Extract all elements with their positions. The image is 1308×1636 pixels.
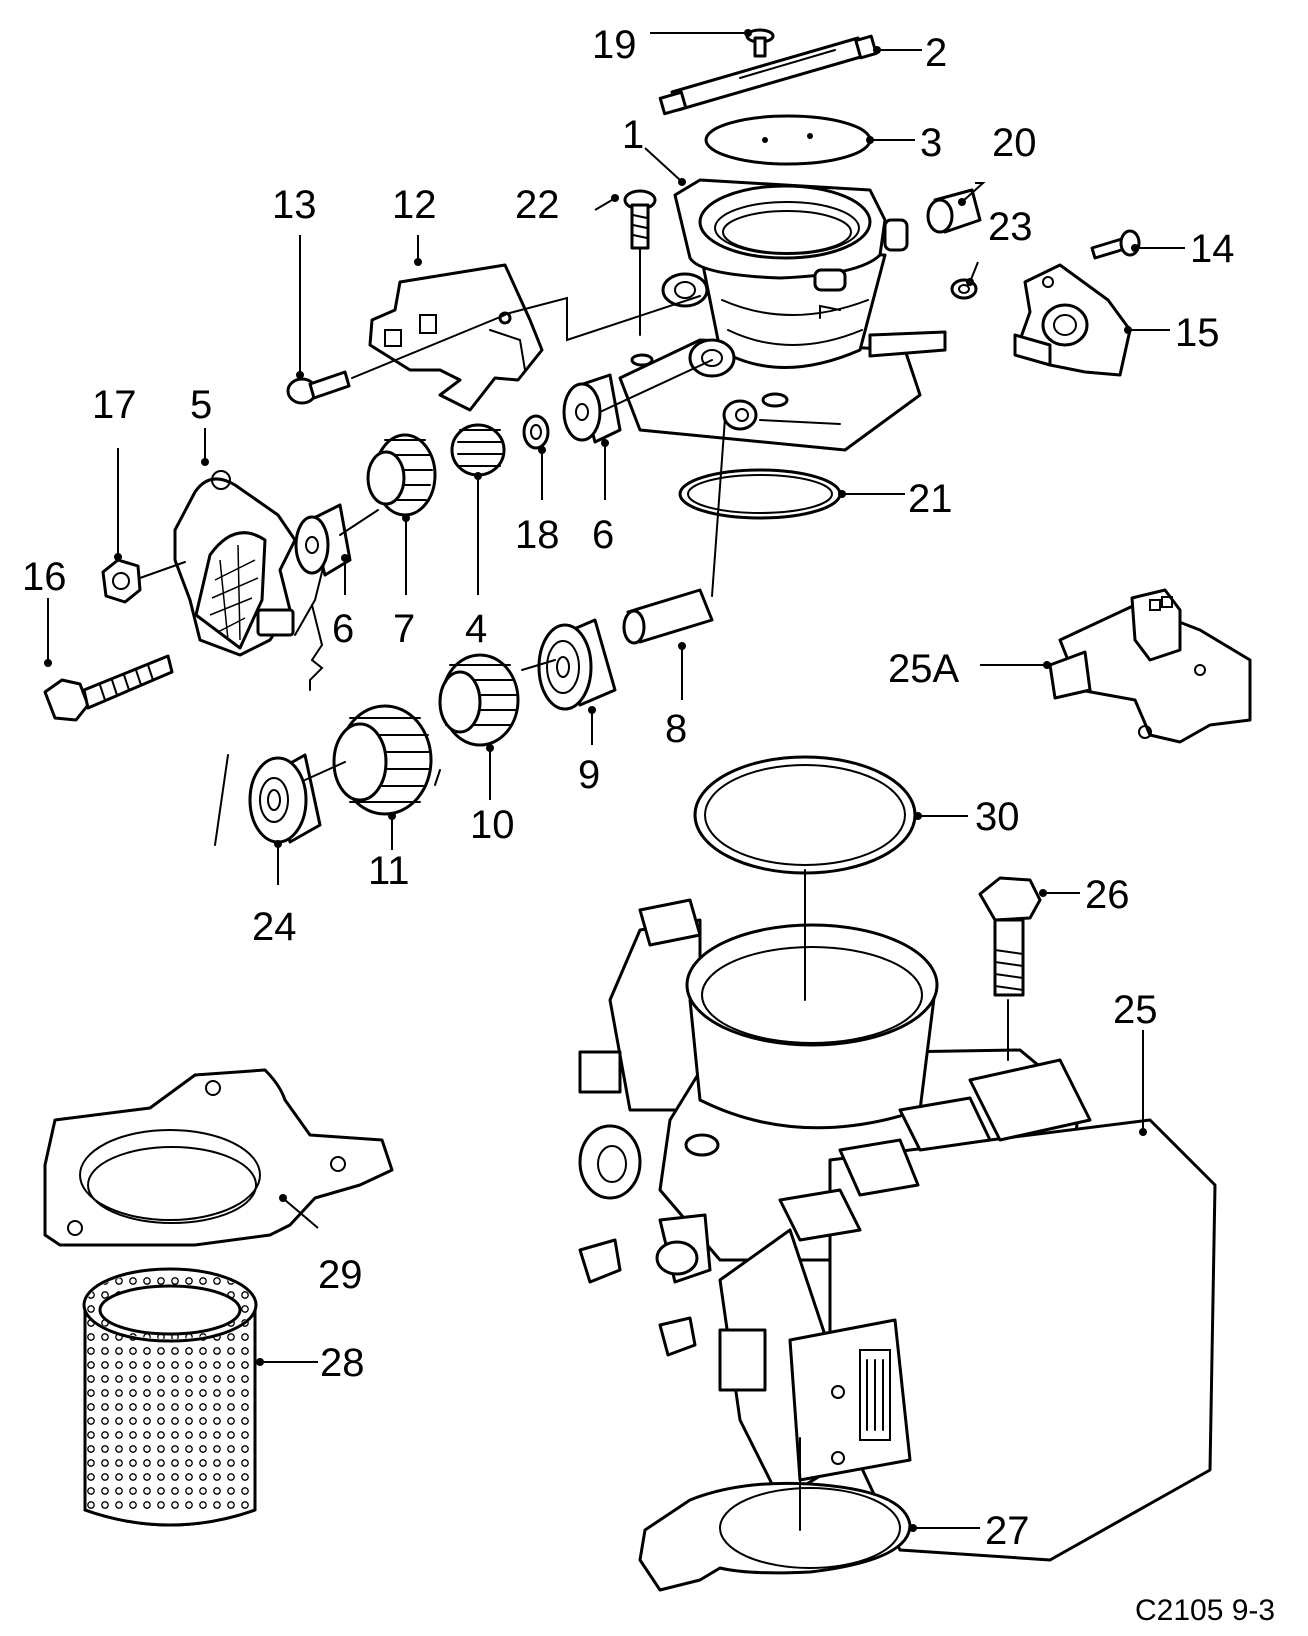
callout-25: 25 xyxy=(1113,988,1158,1032)
callout-18: 18 xyxy=(515,513,560,557)
lever-bolt xyxy=(43,654,174,722)
callout-30: 30 xyxy=(975,795,1020,839)
callout-20: 20 xyxy=(992,121,1037,165)
callout-28: 28 xyxy=(320,1341,365,1385)
sleeve-pin xyxy=(622,588,714,645)
callout-26: 26 xyxy=(1085,873,1130,917)
callout-19: 19 xyxy=(592,23,637,67)
throttle-housing xyxy=(618,178,947,452)
sensor-screw xyxy=(1090,229,1141,260)
bracket xyxy=(368,263,544,412)
throttle-plate xyxy=(704,114,872,166)
o-ring-housing xyxy=(678,468,842,520)
callout-2: 2 xyxy=(925,31,947,75)
callout-27: 27 xyxy=(985,1509,1030,1553)
callout-16: 16 xyxy=(22,555,67,599)
callout-6-right: 6 xyxy=(592,513,614,557)
shaft-screw xyxy=(745,28,775,58)
callout-6-left: 6 xyxy=(332,607,354,651)
throttle-body-assembly xyxy=(578,898,1217,1562)
end-bushing xyxy=(248,753,322,844)
throttle-lever xyxy=(173,470,297,657)
callout-29: 29 xyxy=(318,1253,363,1297)
callout-8: 8 xyxy=(665,707,687,751)
callout-7: 7 xyxy=(393,607,415,651)
callout-23: 23 xyxy=(988,205,1033,249)
washer xyxy=(522,414,550,450)
callout-5: 5 xyxy=(190,383,212,427)
callout-4: 4 xyxy=(465,607,487,651)
callout-22: 22 xyxy=(515,183,560,227)
callout-1: 1 xyxy=(622,113,644,157)
callout-3: 3 xyxy=(920,121,942,165)
callout-13: 13 xyxy=(272,183,317,227)
leader-lines xyxy=(44,29,1185,1532)
actuator-connector xyxy=(1048,588,1252,744)
flange-gasket xyxy=(43,1068,394,1247)
callout-24: 24 xyxy=(252,905,297,949)
callout-15: 15 xyxy=(1175,311,1220,355)
callout-14: 14 xyxy=(1190,227,1235,271)
callout-9: 9 xyxy=(578,753,600,797)
main-spring xyxy=(332,704,433,816)
throttle-shaft xyxy=(658,34,878,116)
bushing-left xyxy=(294,503,352,577)
callout-21: 21 xyxy=(908,477,953,521)
o-ring-upper xyxy=(693,755,917,875)
mesh-screen xyxy=(82,1267,258,1527)
callout-25a: 25A xyxy=(888,647,959,691)
callout-12: 12 xyxy=(392,183,437,227)
spring-large xyxy=(366,433,437,517)
callout-11: 11 xyxy=(368,849,410,893)
diagram-code: C2105 9-3 xyxy=(1135,1594,1275,1627)
spring-small xyxy=(450,423,506,477)
callout-10: 10 xyxy=(470,803,515,847)
bracket-screw xyxy=(286,370,351,405)
bearing-bushing xyxy=(537,618,617,711)
lower-gasket xyxy=(638,1481,912,1592)
position-sensor xyxy=(1013,263,1132,377)
sleeve xyxy=(926,188,982,234)
lever-nut xyxy=(101,558,142,604)
callout-17: 17 xyxy=(92,383,137,427)
bushing-right xyxy=(562,373,622,444)
mounting-bolt xyxy=(978,876,1042,997)
return-spring xyxy=(438,653,520,747)
housing-screw xyxy=(623,189,657,250)
callout-labels: 19 2 1 3 20 13 12 22 23 14 15 17 5 21 18… xyxy=(22,23,1275,1627)
